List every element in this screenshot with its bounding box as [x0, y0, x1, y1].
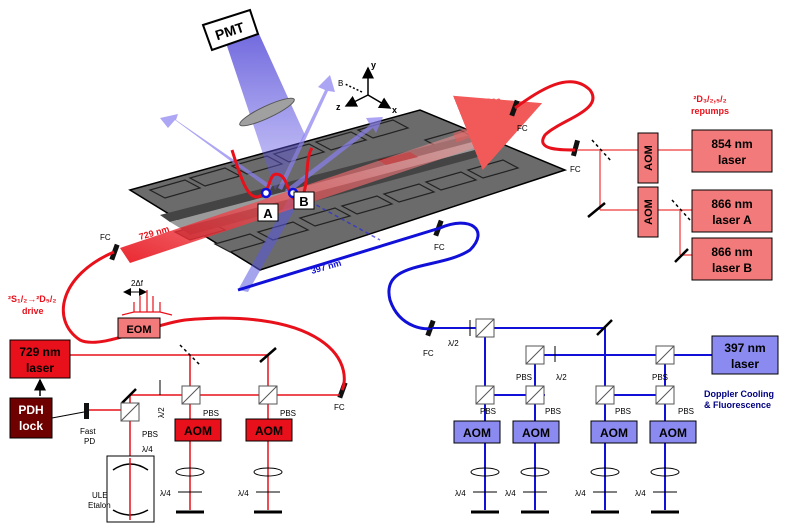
- beam-854-label: 854 nm: [478, 108, 509, 118]
- svg-text:AOM: AOM: [600, 426, 628, 440]
- svg-text:866 nm: 866 nm: [711, 245, 752, 259]
- pbs-label: PBS: [280, 409, 296, 418]
- svg-text:λ/4: λ/4: [575, 489, 586, 498]
- svg-text:laser: laser: [731, 357, 759, 371]
- svg-text:λ/4: λ/4: [238, 489, 249, 498]
- fc-label-drive: FC: [334, 403, 345, 412]
- svg-text:ULE: ULE: [92, 491, 108, 500]
- svg-text:EOM: EOM: [126, 324, 151, 336]
- pbs-label: PBS: [142, 430, 158, 439]
- pmt-detector: PMT: [201, 8, 260, 52]
- aom-cool-4: AOM: [649, 420, 697, 444]
- optical-fibers: [61, 80, 595, 391]
- fc-label-729: FC: [100, 233, 111, 242]
- aom-drive-1: AOM: [174, 418, 222, 442]
- svg-text:Etalon: Etalon: [88, 501, 111, 510]
- svg-text:AOM: AOM: [522, 426, 550, 440]
- svg-text:PBS: PBS: [516, 373, 532, 382]
- svg-text:λ/2: λ/2: [448, 339, 459, 348]
- laser-866a: 866 nm laser A: [691, 189, 773, 233]
- half-wave-label: λ/2: [157, 407, 166, 418]
- axis-y: y: [371, 60, 376, 70]
- svg-text:854 nm: 854 nm: [711, 137, 752, 151]
- repump-optics: [577, 149, 692, 256]
- fc-label-397: FC: [434, 243, 445, 252]
- axis-z: z: [336, 102, 341, 112]
- svg-text:laser: laser: [718, 153, 746, 167]
- svg-text:Fast: Fast: [80, 427, 96, 436]
- repump-title: ²D₃/₂,₅/₂: [693, 94, 726, 104]
- svg-text:λ/4: λ/4: [455, 489, 466, 498]
- fc-label-cool: FC: [423, 349, 434, 358]
- svg-text:PBS: PBS: [652, 373, 668, 382]
- cooling-pbs-cubes: [475, 318, 675, 405]
- pdh-lock: PDH lock: [9, 397, 53, 439]
- svg-text:PBS: PBS: [615, 407, 631, 416]
- eom-sideband-comb: [121, 290, 173, 316]
- fc-label-repump: FC: [570, 165, 581, 174]
- svg-text:λ/4: λ/4: [635, 489, 646, 498]
- svg-text:λ/4: λ/4: [505, 489, 516, 498]
- laser-854: 854 nm laser: [691, 129, 773, 173]
- drive-label: drive: [22, 306, 44, 316]
- svg-text:AOM: AOM: [184, 424, 212, 438]
- svg-text:866 nm: 866 nm: [711, 197, 752, 211]
- cooling-retro-optics: [470, 467, 680, 514]
- aom-repump-866: AOM: [637, 186, 659, 238]
- cooling-desc-1: Doppler Cooling: [704, 389, 774, 399]
- svg-text:PDH: PDH: [18, 403, 43, 417]
- aom-cool-1: AOM: [453, 420, 501, 444]
- transition-label: ²S₁/₂→²D₅/₂: [8, 294, 56, 304]
- svg-text:laser B: laser B: [712, 261, 752, 275]
- aom-drive-2: AOM: [245, 418, 293, 442]
- cooling-desc-2: & Fluorescence: [704, 400, 771, 410]
- svg-text:AOM: AOM: [255, 424, 283, 438]
- aom-repump-854: AOM: [637, 132, 659, 184]
- eom: EOM: [117, 317, 161, 339]
- svg-text:laser A: laser A: [712, 213, 752, 227]
- svg-text:729 nm: 729 nm: [19, 345, 60, 359]
- svg-text:λ/4: λ/4: [160, 489, 171, 498]
- site-a-label: A: [263, 206, 273, 221]
- quarter-wave-label: λ/4: [142, 445, 153, 454]
- aom-cool-2: AOM: [512, 420, 560, 444]
- axis-b: B: [338, 79, 343, 88]
- svg-text:λ/2: λ/2: [556, 373, 567, 382]
- coordinate-axes: [344, 66, 392, 109]
- aom-cool-3: AOM: [590, 420, 638, 444]
- drive-retro-optics: [175, 467, 283, 514]
- svg-text:AOM: AOM: [643, 145, 655, 171]
- pbs-label: PBS: [203, 409, 219, 418]
- axis-x: x: [392, 105, 397, 115]
- ion-positions: A B: [230, 147, 315, 222]
- svg-text:AOM: AOM: [463, 426, 491, 440]
- svg-text:laser: laser: [26, 361, 54, 375]
- laser-866b: 866 nm laser B: [691, 237, 773, 281]
- cooling-optics-paths: [432, 327, 712, 510]
- site-b-label: B: [299, 194, 308, 209]
- svg-text:PBS: PBS: [545, 407, 561, 416]
- svg-text:397 nm: 397 nm: [724, 341, 765, 355]
- svg-text:PD: PD: [84, 437, 95, 446]
- drive-pbs-cubes: [120, 385, 278, 422]
- laser-397: 397 nm laser: [711, 335, 779, 375]
- repump-subtitle: repumps: [691, 106, 729, 116]
- ule-etalon: [106, 455, 155, 523]
- svg-text:AOM: AOM: [643, 199, 655, 225]
- svg-text:AOM: AOM: [659, 426, 687, 440]
- beam-866-label: 866,: [486, 97, 504, 107]
- laser-729: 729 nm laser: [9, 339, 71, 379]
- fluorescence-collection: [160, 25, 383, 194]
- df-label: 2Δf: [131, 279, 144, 288]
- fc-label-top: FC: [517, 124, 528, 133]
- svg-text:lock: lock: [19, 419, 43, 433]
- svg-text:PBS: PBS: [678, 407, 694, 416]
- svg-text:PBS: PBS: [480, 407, 496, 416]
